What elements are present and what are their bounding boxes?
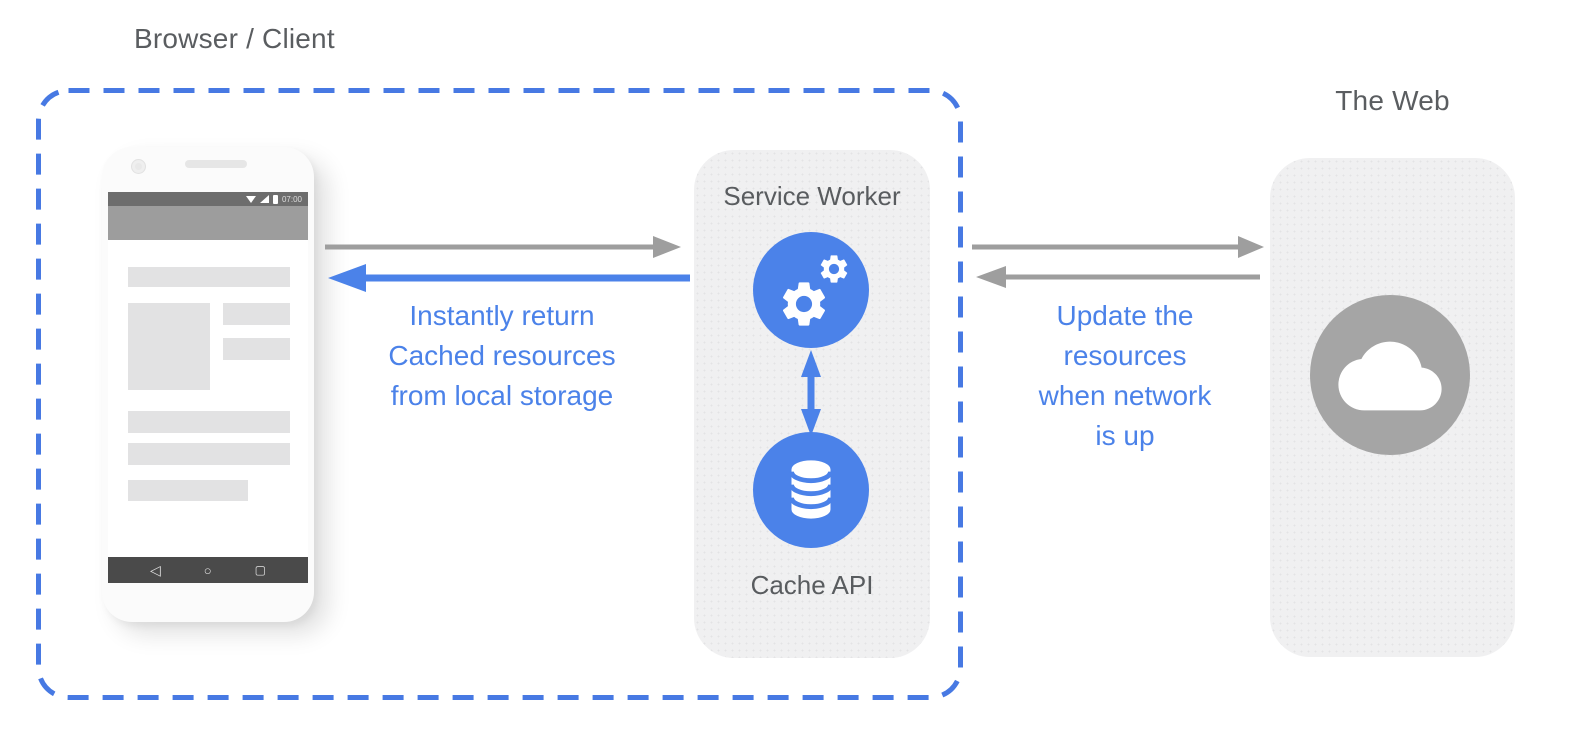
cloud-icon [1338,341,1442,411]
phone-mockup: 07:00 ◁ ○ ▢ [102,147,314,622]
content-placeholder-block [128,267,290,287]
content-placeholder-block [223,303,290,325]
the-web-label: The Web [1335,85,1450,116]
service-worker-title: Service Worker [723,181,901,211]
web-globe-circle [1310,295,1470,455]
app-header-bar [108,206,308,240]
cache-database-icon [753,432,869,548]
wifi-icon [245,195,256,203]
the-web-box [1270,158,1515,657]
network-update-note: Update the resources when network is up [995,296,1255,456]
content-placeholder-image [128,303,210,390]
status-time: 07:00 [281,194,302,204]
service-worker-box: Service Worker Cache API [694,150,930,658]
back-icon: ◁ [150,562,161,578]
phone-screen: 07:00 ◁ ○ ▢ [108,192,308,583]
phone-nav-bar: ◁ ○ ▢ [108,557,308,583]
home-icon: ○ [203,562,212,578]
content-placeholder-block [128,411,290,433]
cache-return-note: Instantly return Cached resources from l… [342,296,662,416]
database-icon [789,460,833,519]
signal-icon [259,195,269,203]
note-line: Update the [1056,300,1194,331]
note-line: resources [1063,340,1187,371]
cached-response-arrow [328,264,690,292]
battery-icon [272,194,278,204]
content-placeholder-block [128,443,290,465]
content-placeholder-block [128,480,248,501]
phone-camera-icon [131,159,146,174]
phone-status-bar: 07:00 [108,192,308,206]
service-worker-gears-icon [753,232,869,348]
note-line: is up [1095,420,1155,451]
note-line: Cached resources [388,340,616,371]
gear-large-icon [782,282,826,326]
sw-cache-double-arrow [801,350,821,436]
note-line: Instantly return [409,300,595,331]
note-line: when network [1038,380,1212,411]
note-line: from local storage [390,380,614,411]
network-request-arrow [972,236,1264,258]
request-arrow [325,236,681,258]
browser-client-label: Browser / Client [134,23,335,54]
phone-speaker [185,160,247,168]
page-content-skeleton [108,240,308,557]
cache-api-label: Cache API [750,570,874,600]
recents-icon: ▢ [254,563,266,577]
gear-small-icon [820,255,848,283]
content-placeholder-block [223,338,290,360]
network-response-arrow [976,266,1260,288]
